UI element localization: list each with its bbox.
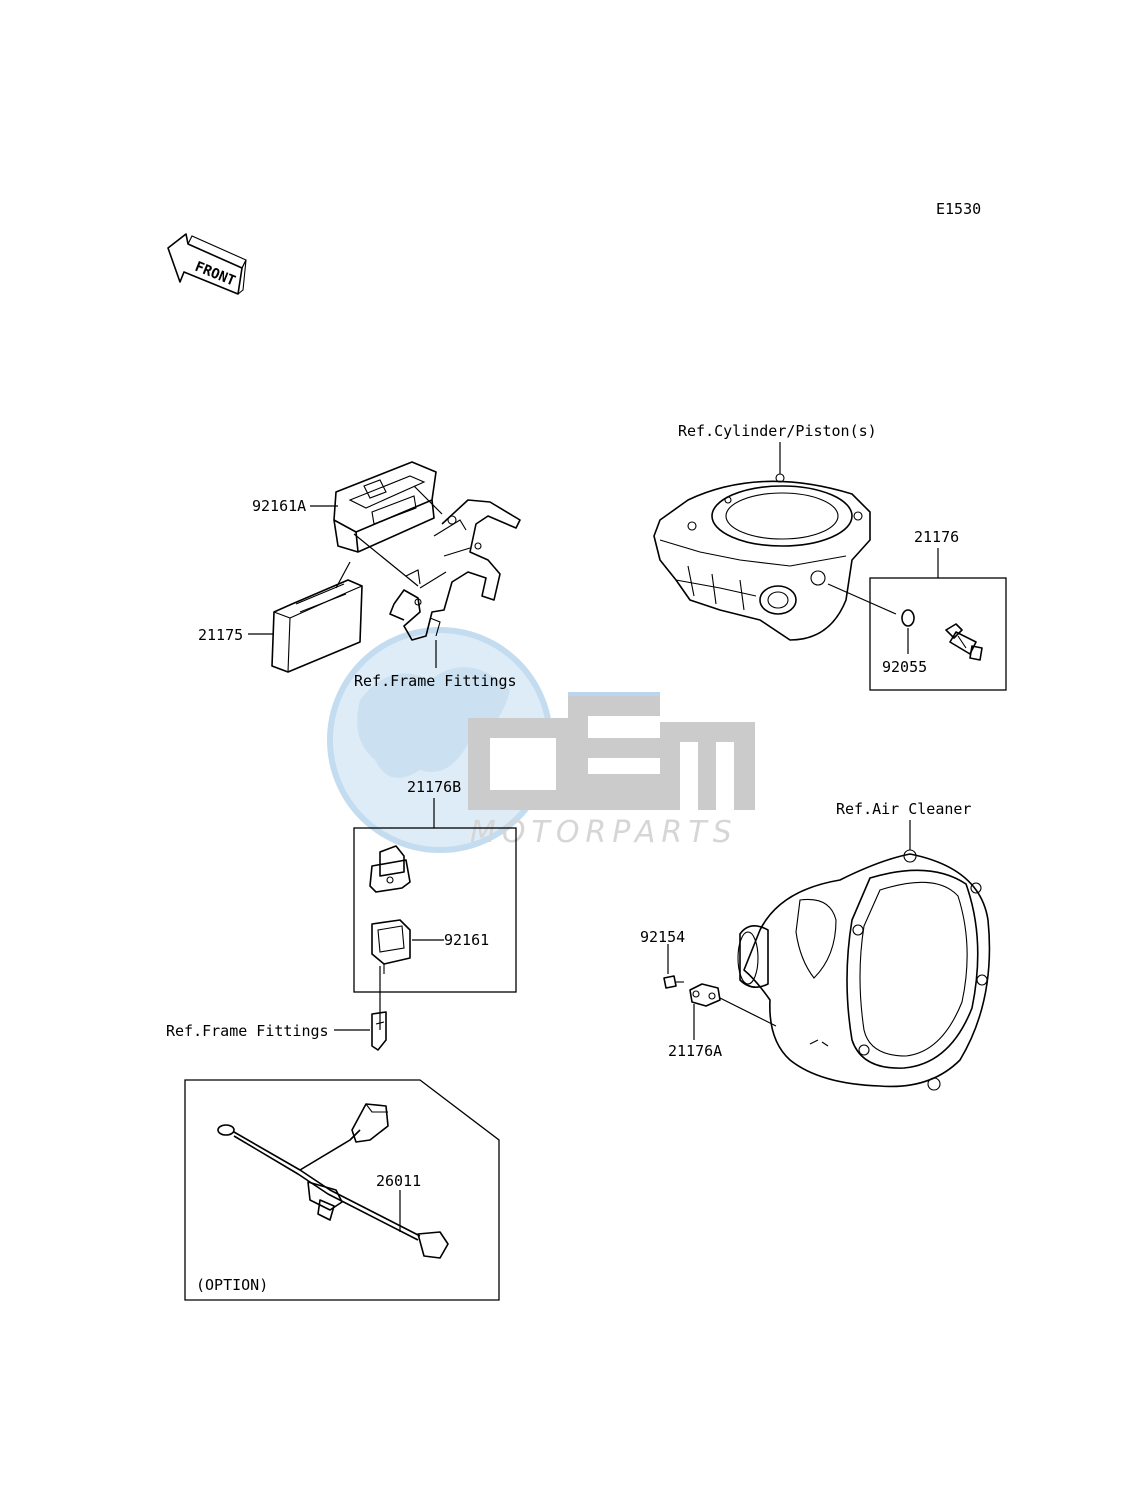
- ecu-holder-92161A: [333, 461, 437, 553]
- ref-air-cleaner: Ref.Air Cleaner: [836, 800, 971, 818]
- ref-frame-fittings-top: Ref.Frame Fittings: [354, 672, 517, 690]
- oring-92055: [901, 609, 915, 627]
- frame-clip: [371, 1011, 387, 1051]
- watermark-letters: [468, 692, 755, 810]
- option-harness-group: (OPTION) 26011: [184, 1079, 500, 1301]
- label-26011: 26011: [376, 1172, 421, 1190]
- box-option: [184, 1079, 500, 1301]
- label-92055: 92055: [882, 658, 927, 676]
- sensor-21176B: [369, 845, 411, 893]
- wire-harness-26011: [217, 1103, 449, 1259]
- option-label: (OPTION): [196, 1276, 268, 1294]
- watermark-tagline: MOTORPARTS: [470, 815, 738, 850]
- cylinder-block: [653, 473, 871, 641]
- label-92154: 92154: [640, 928, 685, 946]
- label-21176: 21176: [914, 528, 959, 546]
- label-92161A: 92161A: [252, 497, 306, 515]
- ecu-bracket: [389, 499, 521, 641]
- ecu-assembly: 92161A 21175 Ref.Frame Fittings: [198, 461, 521, 690]
- ecu-21175: [271, 579, 363, 673]
- ref-cylinder-piston: Ref.Cylinder/Piston(s): [678, 422, 877, 440]
- watermark: MOTORPARTS: [327, 627, 755, 853]
- cylinder-assembly: Ref.Cylinder/Piston(s) 21176 92055: [653, 422, 1007, 691]
- air-cleaner-assembly: Ref.Air Cleaner 92154: [640, 800, 991, 1091]
- diagram-code: E1530: [936, 200, 981, 218]
- rubber-holder-92161: [371, 919, 411, 974]
- label-21176A: 21176A: [668, 1042, 722, 1060]
- label-21176B: 21176B: [407, 778, 461, 796]
- sensor-21176A: [689, 983, 721, 1007]
- front-arrow-icon: FRONT: [167, 233, 247, 295]
- label-21175: 21175: [198, 626, 243, 644]
- air-cleaner-duct: [737, 849, 991, 1091]
- box-21176B: [353, 827, 517, 993]
- sensor-21176B-group: 21176B 92161 Ref.Frame Fittings: [166, 778, 517, 1051]
- ref-frame-fittings-bottom: Ref.Frame Fittings: [166, 1022, 329, 1040]
- label-92161: 92161: [444, 931, 489, 949]
- screw-92154: [663, 975, 684, 989]
- temperature-sensor-21176: [945, 623, 983, 661]
